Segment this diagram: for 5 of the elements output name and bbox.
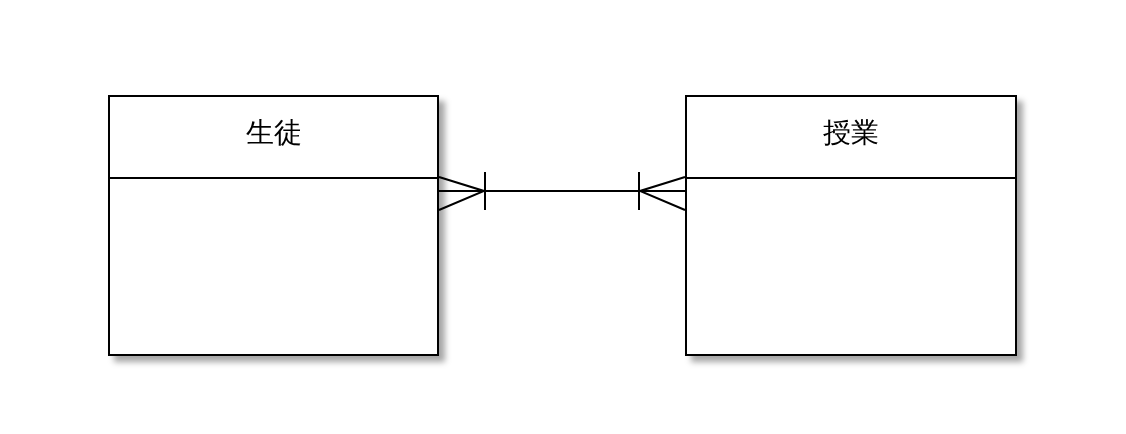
entity-box bbox=[685, 95, 1017, 356]
entity-name: 授業 bbox=[823, 115, 879, 151]
relationship-line bbox=[438, 171, 686, 211]
entity-box bbox=[108, 95, 439, 356]
entity-name: 生徒 bbox=[245, 115, 302, 151]
